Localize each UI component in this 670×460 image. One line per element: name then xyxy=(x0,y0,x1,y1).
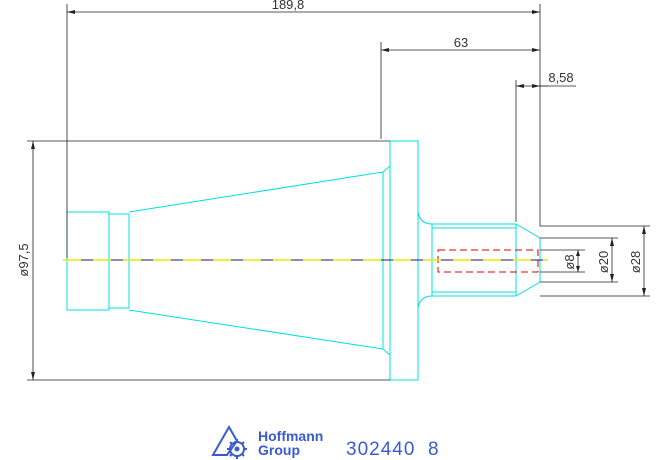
dim-shank-inner-diameter: ø20 xyxy=(596,251,611,273)
part-size: 8 xyxy=(428,439,440,460)
hidden-bore xyxy=(437,249,539,273)
dim-flange-diameter: ø97,5 xyxy=(16,243,31,276)
pilot-cylinder xyxy=(66,211,110,311)
neck-fillet xyxy=(417,211,516,225)
dim-overall-length: 189,8 xyxy=(272,0,305,12)
dim-bore-diameter: ø8 xyxy=(562,254,577,269)
hoffmann-group-logo-icon xyxy=(211,424,247,459)
dim-shank-diameter: ø28 xyxy=(628,251,643,273)
brand-group: Group xyxy=(258,442,300,458)
brand-name: Hoffmann xyxy=(258,428,323,444)
dimension-lines xyxy=(27,4,650,381)
part-number: 302440 xyxy=(346,439,415,460)
pilot-step xyxy=(108,213,130,309)
dim-shank-length: 63 xyxy=(454,35,468,50)
dim-chamfer-length: 8,58 xyxy=(548,70,573,85)
arrowheads xyxy=(31,10,646,380)
